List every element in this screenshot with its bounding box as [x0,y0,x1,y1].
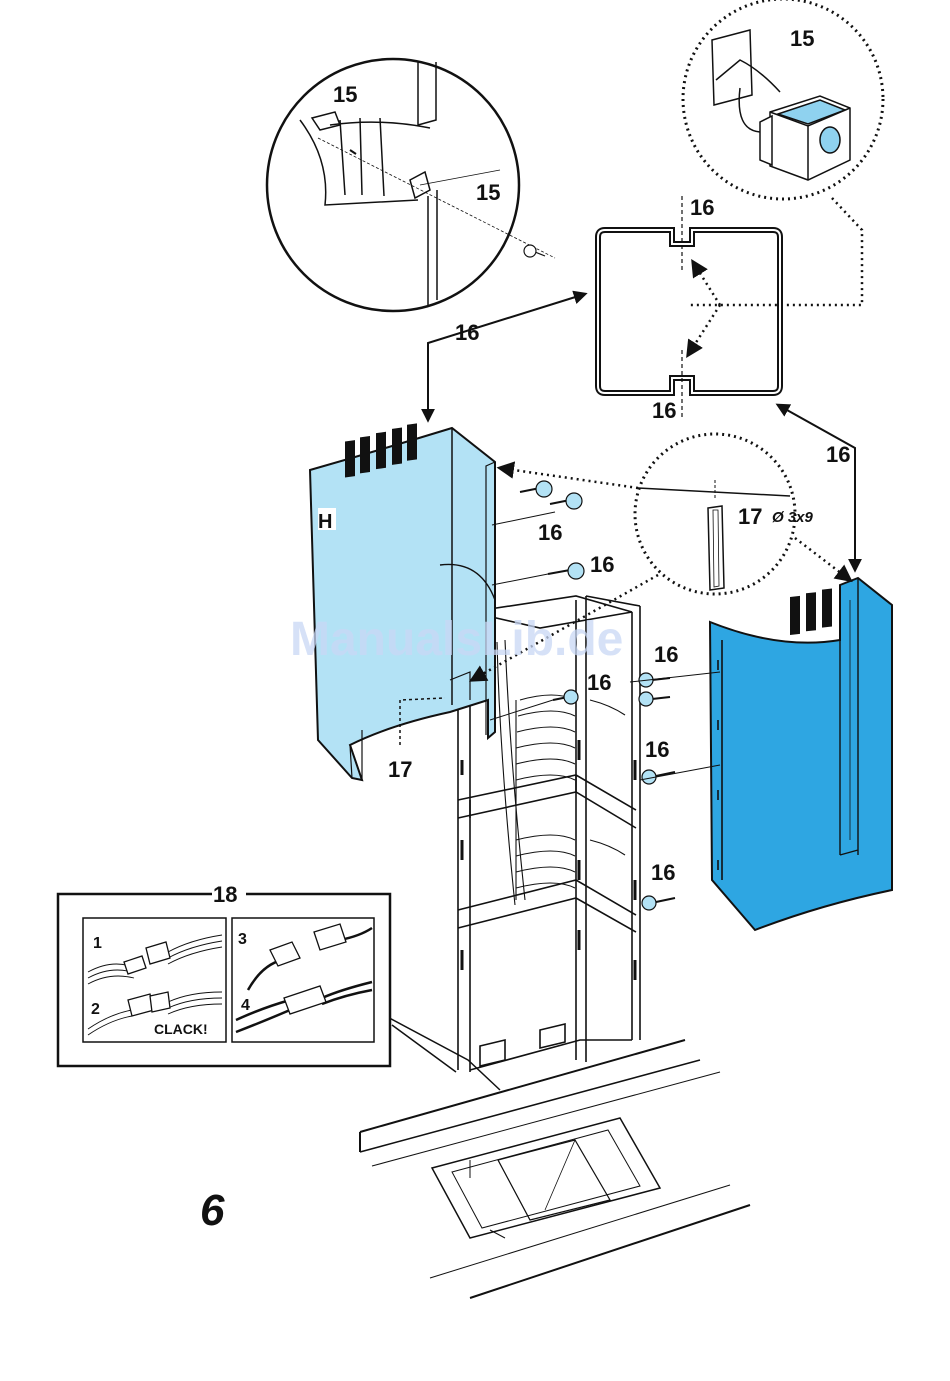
left-cover-panel: H [310,423,495,780]
callout-16-profile-top: 16 [690,195,714,220]
right-cover-panel [710,578,892,930]
detail-circle-top-right: 15 [683,0,883,199]
callout-16-screw-e: 16 [645,737,669,762]
watermark: ManualsLib.de [290,613,623,666]
callout-16-profile-bottom: 16 [652,398,676,423]
inset-step-1: 1 [93,935,102,952]
right-panel-vents [790,589,832,635]
screw-icon [642,896,675,910]
callout-17-size: Ø 3x9 [772,509,814,526]
screw-icon [520,481,552,497]
right-panel-shape [710,578,892,930]
dotted-leader [693,262,720,305]
screw-icon [548,563,584,579]
inset-step-3: 3 [238,931,247,948]
inset-clack: CLACK! [154,1021,208,1037]
dotted-leader [795,538,850,580]
callout-16-screw-d: 16 [654,642,678,667]
inset-18: 18 1 2 CLACK! [58,880,500,1090]
callout-15-left-b: 15 [476,180,500,205]
ceiling-plate [360,1040,750,1298]
detail-circle-top-left: 15 15 [267,59,555,311]
step-number: 6 [200,1186,225,1235]
callout-16-right-arrow: 16 [826,442,850,467]
inset-panel-left: 1 2 CLACK! [83,918,226,1042]
left-panel-shape [310,428,495,780]
inset-panel-right: 3 4 [232,918,374,1042]
callout-16-screw-a: 16 [538,520,562,545]
callout-17-detail: 17 [738,504,762,529]
screw-icon [553,690,578,704]
callout-15-top-right: 15 [790,26,814,51]
callout-16-screw-f: 16 [651,860,675,885]
inset-step-2: 2 [91,1001,100,1018]
detail-circle-17: 17 Ø 3x9 [635,434,814,594]
inset-step-4: 4 [241,997,250,1014]
callout-16-screw-c: 16 [587,670,611,695]
screw-icon [639,692,670,706]
callout-15-left-a: 15 [333,82,357,107]
panel-letter-h: H [318,511,332,533]
dotted-leader [500,468,638,488]
screw-icon [550,493,582,509]
callout-16-left-arrow: 16 [455,320,479,345]
callout-16-screw-b: 16 [590,552,614,577]
callout-18: 18 [213,882,237,907]
profile-cross-section [598,196,780,420]
callout-17-left: 17 [388,757,412,782]
dotted-leader [688,305,720,355]
